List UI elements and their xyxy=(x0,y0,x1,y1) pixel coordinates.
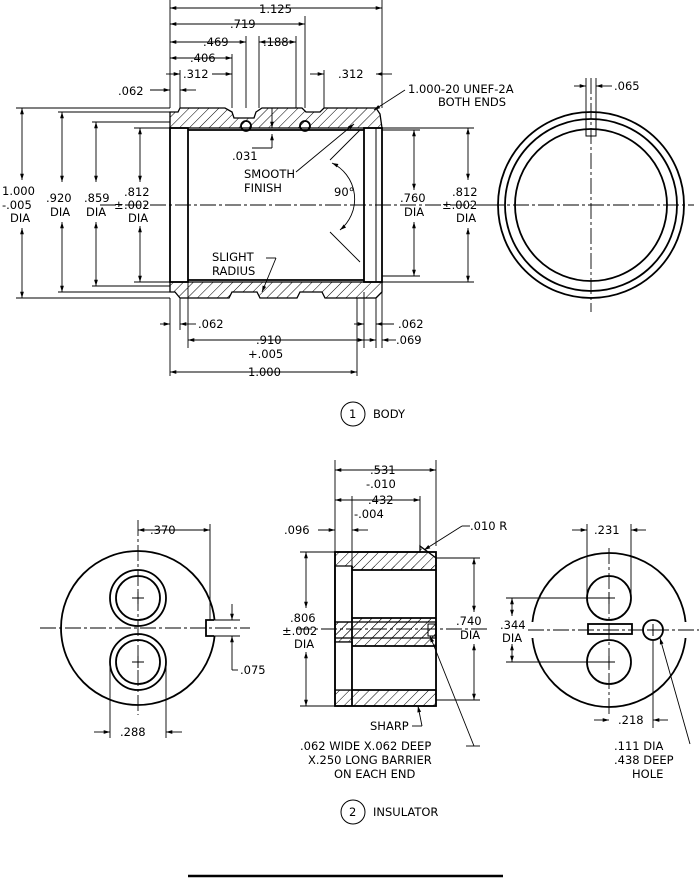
dim-370: .370 xyxy=(150,523,176,537)
dim-812-dia: DIA xyxy=(128,211,148,225)
barrier-note-2: X.250 LONG BARRIER xyxy=(308,753,432,767)
hole-note-2: .438 DEEP xyxy=(614,753,674,767)
dim-920: .920 xyxy=(46,191,72,205)
dim-031: .031 xyxy=(232,149,258,163)
dim-288: .288 xyxy=(120,725,146,739)
dim-od-tol: -.005 xyxy=(2,198,32,212)
dim-344: .344 xyxy=(500,618,526,632)
dim-344-dia: DIA xyxy=(502,631,522,645)
dim-231: .231 xyxy=(594,523,620,537)
body-end-view: .065 xyxy=(488,78,694,312)
dim-312-b: .312 xyxy=(338,67,364,81)
dim-096: .096 xyxy=(284,523,310,537)
dim-075: .075 xyxy=(240,663,266,677)
dim-806-dia: DIA xyxy=(294,637,314,651)
dim-188: .188 xyxy=(263,35,289,49)
dim-432: .432 xyxy=(368,493,394,507)
dim-812-r: .812 xyxy=(452,185,478,199)
dim-062-a: .062 xyxy=(118,84,144,98)
dim-531-tol: -.010 xyxy=(366,477,396,491)
dim-469: .469 xyxy=(203,35,229,49)
dim-910: .910 xyxy=(256,333,282,347)
dim-010-r: .010 R xyxy=(470,519,507,533)
dim-859: .859 xyxy=(84,191,110,205)
dim-062-c: .062 xyxy=(398,317,424,331)
dim-812-r-dia: DIA xyxy=(456,211,476,225)
dim-920-dia: DIA xyxy=(50,205,70,219)
dim-859-dia: DIA xyxy=(86,205,106,219)
dim-740-dia: DIA xyxy=(460,628,480,642)
dim-062-b: .062 xyxy=(198,317,224,331)
dim-od-dia: DIA xyxy=(10,211,30,225)
slight-radius-2: RADIUS xyxy=(212,264,255,278)
dim-740: .740 xyxy=(456,614,482,628)
dim-812-tol: .002 xyxy=(124,198,150,212)
dim-531: .531 xyxy=(370,463,396,477)
thread-callout: 1.000-20 UNEF-2A xyxy=(408,82,514,96)
dim-312-a: .312 xyxy=(183,67,209,81)
dim-065: .065 xyxy=(614,79,640,93)
dim-812: .812 xyxy=(124,185,150,199)
insulator-right-view: .231 .344 DIA .218 .111 DIA .438 DEEP HO… xyxy=(500,523,699,781)
dim-218: .218 xyxy=(618,713,644,727)
insulator-caption-label: INSULATOR xyxy=(373,805,438,819)
dim-806: .806 xyxy=(290,611,316,625)
barrier-note-3: ON EACH END xyxy=(334,767,415,781)
barrier-note-1: .062 WIDE X.062 DEEP xyxy=(300,739,431,753)
dim-1125: 1.125 xyxy=(259,2,292,16)
dim-069: .069 xyxy=(396,333,422,347)
insulator-caption-number: 2 xyxy=(349,805,356,819)
insulator-caption: 2 INSULATOR xyxy=(340,799,438,825)
dim-1000: 1.000 xyxy=(248,365,281,379)
dim-719: .719 xyxy=(230,17,256,31)
dim-806-tol: ±.002 xyxy=(282,624,317,638)
smooth-finish-2: FINISH xyxy=(244,181,282,195)
body-caption-number: 1 xyxy=(349,407,356,421)
hole-note-1: .111 DIA xyxy=(614,739,664,753)
dim-760: .760 xyxy=(400,191,426,205)
hole-note-3: HOLE xyxy=(632,767,663,781)
body-caption-label: BODY xyxy=(373,407,406,421)
slight-radius-1: SLIGHT xyxy=(212,250,255,264)
smooth-finish-1: SMOOTH xyxy=(244,167,295,181)
dim-od-1000: 1.000 xyxy=(2,184,35,198)
body-dimensions: 1.125 .719 .469 .188 .406 .312 .312 .062… xyxy=(2,0,514,379)
dim-910-tol: +.005 xyxy=(248,347,283,361)
dim-406: .406 xyxy=(190,51,216,65)
dim-432-tol: -.004 xyxy=(354,507,384,521)
angle-90: 90° xyxy=(334,185,354,199)
insulator-section-view: .531 -.010 .432 -.004 .096 .010 R .806 ±… xyxy=(282,460,507,781)
thread-note: BOTH ENDS xyxy=(438,95,506,109)
insulator-left-view: .370 .075 .288 xyxy=(40,520,266,739)
body-caption: 1 BODY xyxy=(340,401,406,427)
dim-760-dia: DIA xyxy=(404,205,424,219)
dim-812-pm: ± xyxy=(114,198,124,212)
sharp-label: SHARP xyxy=(370,719,409,733)
body-section-view xyxy=(100,107,490,299)
dim-812-r-tol: ±.002 xyxy=(442,198,477,212)
